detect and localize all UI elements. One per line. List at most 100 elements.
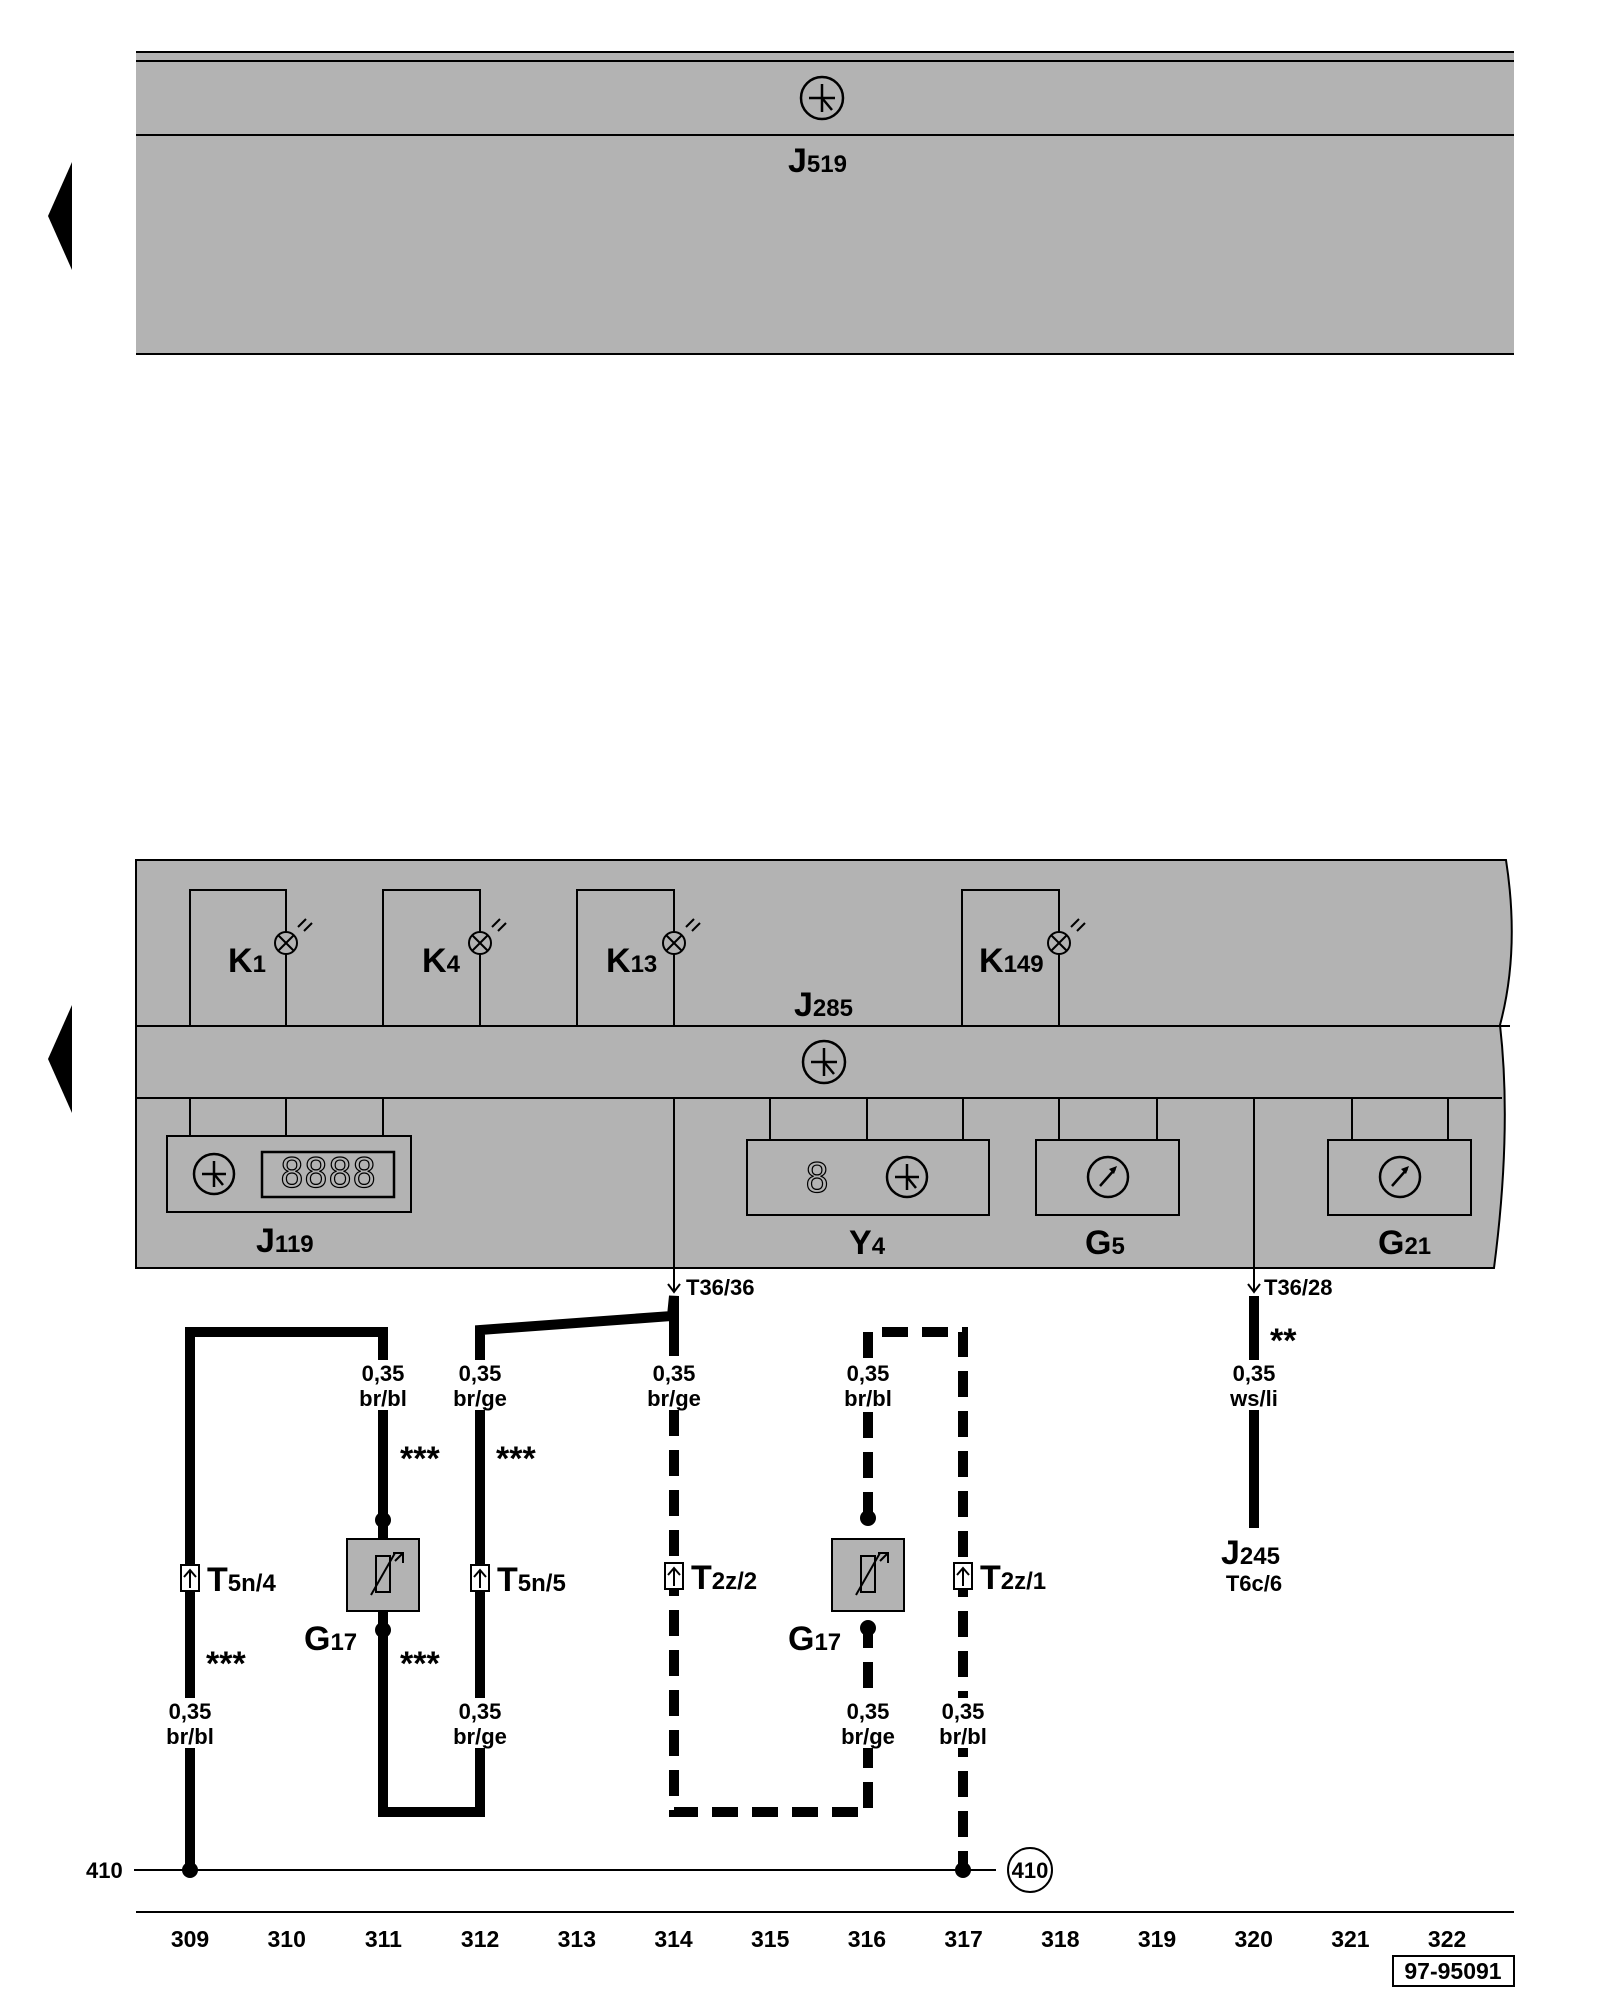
pin-t36-36: T36/36	[667, 1275, 755, 1300]
svg-text:br/ge: br/ge	[647, 1386, 701, 1411]
gauge-g21: G21	[1327, 1098, 1472, 1262]
grid-number: 311	[365, 1926, 402, 1952]
grid-number: 317	[944, 1926, 982, 1952]
control-unit-icon	[799, 75, 845, 121]
grid-number: 321	[1331, 1926, 1370, 1952]
j245-label: J245	[1221, 1534, 1280, 1572]
grid-number: 320	[1235, 1926, 1273, 1952]
control-unit-icon	[192, 1152, 236, 1196]
svg-text:T5n/4: T5n/4	[207, 1561, 276, 1599]
pin-t36-28: T36/28	[1247, 1275, 1333, 1300]
svg-text:br/ge: br/ge	[453, 1724, 507, 1749]
note-double-star: **	[1270, 1322, 1297, 1360]
wire-label: 0,35 br/ge	[833, 1698, 903, 1749]
control-unit-icon	[801, 1039, 847, 1085]
wire-label: 0,35 br/bl	[348, 1360, 418, 1411]
svg-text:T5n/5: T5n/5	[497, 1561, 566, 1599]
svg-text:0,35: 0,35	[1233, 1361, 1276, 1386]
g21-label: G21	[1378, 1224, 1431, 1262]
control-unit-j519: J519	[136, 51, 1514, 355]
svg-text:0,35: 0,35	[459, 1361, 502, 1386]
svg-text:0,35: 0,35	[942, 1699, 985, 1724]
wire-labels: 0,35 br/bl 0,35 br/ge 0,35 br/ge 0,35 br…	[155, 1360, 1289, 1749]
svg-text:br/bl: br/bl	[844, 1386, 892, 1411]
gauge-icon	[1378, 1155, 1422, 1199]
svg-text:T36/28: T36/28	[1264, 1275, 1333, 1300]
instrument-cluster-j285: K1 K4 K13 K149 J	[135, 859, 1513, 1292]
svg-text:0,35: 0,35	[459, 1699, 502, 1724]
svg-text:br/bl: br/bl	[166, 1724, 214, 1749]
connector-t5n-4: T5n/4	[180, 1561, 276, 1599]
k149-label: K149	[979, 942, 1044, 980]
g17-label-left: G17	[304, 1620, 357, 1658]
ground-label-left: 410	[86, 1858, 123, 1883]
svg-text:0,35: 0,35	[847, 1699, 890, 1724]
lamp-k13: K13	[576, 889, 701, 1026]
g17-label-right: G17	[788, 1620, 841, 1658]
svg-text:0,35: 0,35	[169, 1699, 212, 1724]
connector-t2z-1: T2z/1	[953, 1559, 1046, 1597]
wire-label: 0,35 br/ge	[445, 1360, 515, 1411]
j285-label: J285	[794, 986, 853, 1024]
ground-ref-circle[interactable]	[1007, 1847, 1053, 1893]
control-unit-icon	[885, 1155, 929, 1199]
wire-label: 0,35 ws/li	[1219, 1360, 1289, 1411]
svg-text:br/bl: br/bl	[939, 1724, 987, 1749]
page-back-arrow-bottom[interactable]	[48, 1005, 72, 1113]
gauge-icon	[1086, 1155, 1130, 1199]
wire-label: 0,35 br/bl	[833, 1360, 903, 1411]
wire-label: 0,35 br/ge	[445, 1698, 515, 1749]
grid-number: 312	[461, 1926, 499, 1952]
grid-number: 309	[171, 1926, 209, 1952]
grid-number: 322	[1428, 1926, 1466, 1952]
j519-label: J519	[788, 142, 847, 180]
mirror-display-text: 8	[805, 1156, 829, 1202]
grid-number: 315	[751, 1926, 790, 1952]
note-triple-star: ***	[400, 1645, 440, 1683]
note-triple-star: ***	[400, 1440, 440, 1478]
svg-text:T2z/1: T2z/1	[980, 1559, 1046, 1597]
wire-label: 0,35 br/bl	[155, 1698, 225, 1749]
display-text: 8888	[280, 1151, 376, 1197]
svg-text:ws/li: ws/li	[1229, 1386, 1278, 1411]
k1-label: K1	[228, 942, 266, 980]
note-triple-star: ***	[206, 1645, 246, 1683]
gauge-g5: G5	[1035, 1098, 1180, 1262]
lamp-k149: K149	[961, 889, 1086, 1026]
svg-text:97-95091: 97-95091	[1404, 1958, 1501, 1984]
ground-line-410: 410 410	[86, 1847, 1053, 1893]
wire-309-311	[185, 1327, 388, 1870]
k13-label: K13	[606, 942, 657, 980]
wire-label: 0,35 br/bl	[928, 1698, 998, 1749]
lamp-k1: K1	[189, 889, 313, 1026]
wire-311-312-bottom	[378, 1295, 679, 1817]
j245-pin-label: T6c/6	[1226, 1571, 1282, 1596]
sensor-g17-left: G17	[304, 1512, 420, 1658]
grid-number: 318	[1041, 1926, 1080, 1952]
module-j119: 8888 J119	[166, 1098, 412, 1260]
svg-text:T36/36: T36/36	[686, 1275, 755, 1300]
module-y4: 8 Y4	[746, 1098, 990, 1262]
sensor-g17-right: G17	[788, 1510, 905, 1658]
ground-label-circle: 410	[1012, 1858, 1049, 1883]
figure-code: 97-95091	[1392, 1955, 1515, 1987]
svg-text:br/ge: br/ge	[453, 1386, 507, 1411]
g5-label: G5	[1085, 1224, 1125, 1262]
grid-number: 310	[268, 1926, 306, 1952]
grid-number: 316	[848, 1926, 886, 1952]
svg-text:0,35: 0,35	[847, 1361, 890, 1386]
page-back-arrow-top[interactable]	[48, 162, 72, 270]
grid-number: 314	[654, 1926, 693, 1952]
k4-label: K4	[422, 942, 461, 980]
svg-text:br/bl: br/bl	[359, 1386, 407, 1411]
j119-label: J119	[256, 1222, 314, 1260]
connector-t2z-2: T2z/2	[664, 1559, 757, 1597]
wire-label: 0,35 br/ge	[639, 1360, 709, 1411]
connector-t5n-5: T5n/5	[470, 1561, 566, 1599]
grid-number: 319	[1138, 1926, 1176, 1952]
wire-316-317-dashed	[863, 1327, 968, 1870]
note-triple-star: ***	[496, 1440, 536, 1478]
y4-label: Y4	[849, 1224, 886, 1262]
svg-text:0,35: 0,35	[653, 1361, 696, 1386]
